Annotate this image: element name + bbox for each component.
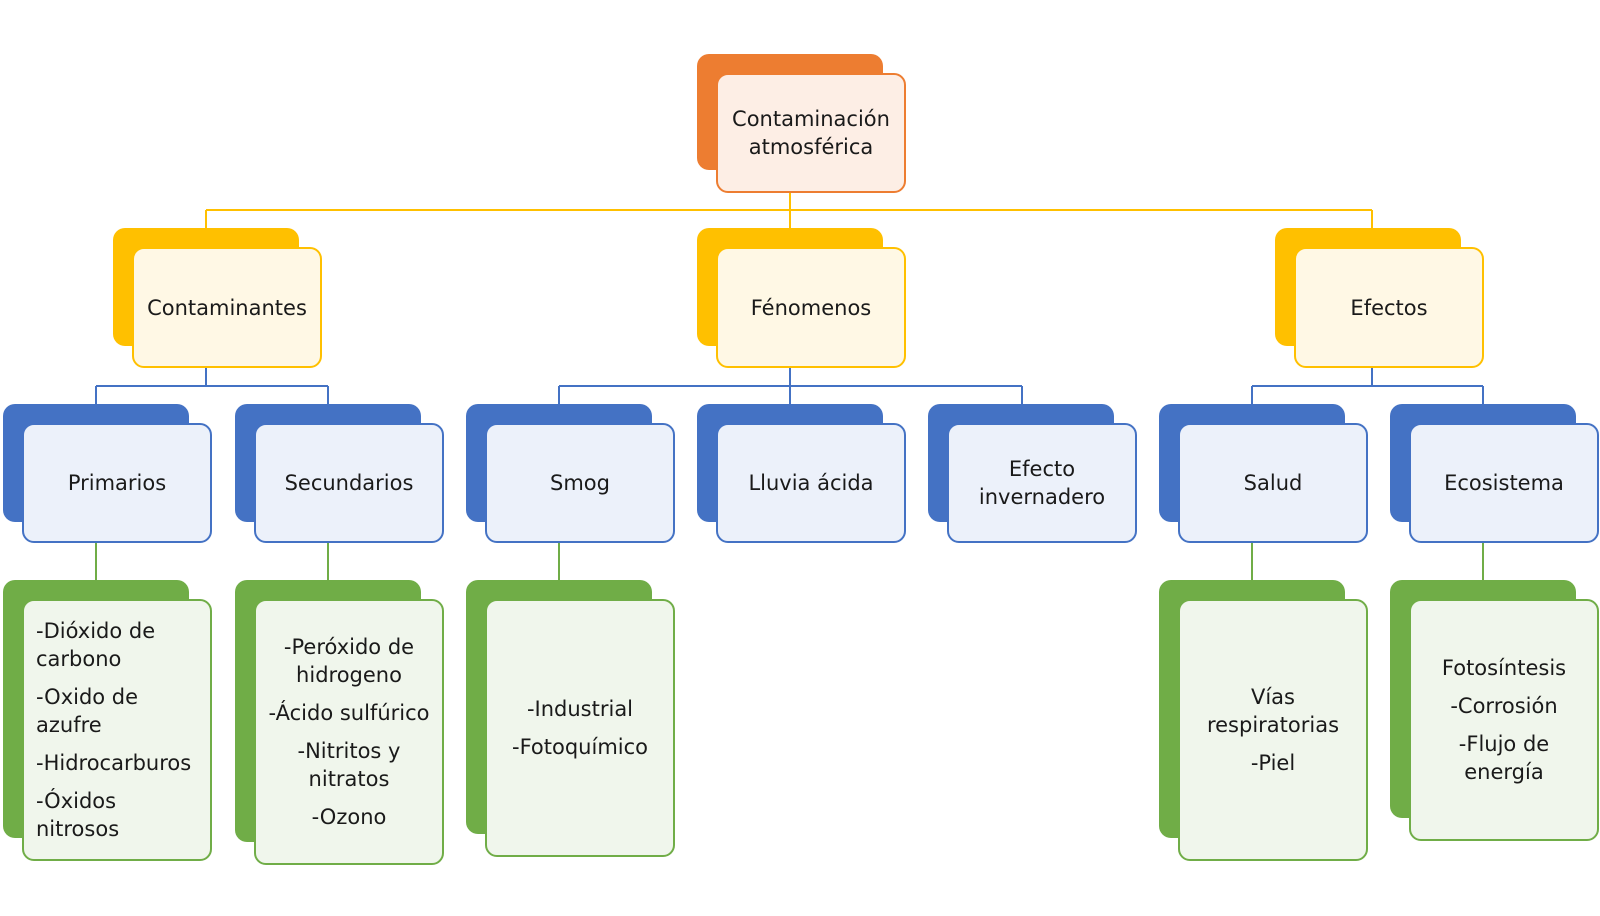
subcategory-label: Lluvia ácida xyxy=(748,471,874,495)
subcategory-label: Primarios xyxy=(67,471,167,495)
subcategory-label: Secundarios xyxy=(284,471,414,495)
subcategory-label: Ecosistema xyxy=(1444,471,1564,495)
category-label: Contaminantes xyxy=(147,295,307,320)
category-box: Fénomenos xyxy=(716,247,906,368)
subcategory-box: Smog xyxy=(485,423,675,543)
category-label: Efectos xyxy=(1350,295,1428,320)
subcategory-box: Secundarios xyxy=(254,423,444,543)
detail-item: -Dióxido de carbono xyxy=(36,619,156,671)
subcategory-box: Efecto invernadero xyxy=(947,423,1137,543)
subcategory-box: Salud xyxy=(1178,423,1368,543)
root-node-box: Contaminación atmosférica xyxy=(716,73,906,193)
detail-item: -Fotoquímico xyxy=(512,735,648,759)
subcategory-box: Primarios xyxy=(22,423,212,543)
detail-item: -Peróxido de hidrogeno xyxy=(283,635,415,687)
detail-item: -Ácido sulfúrico xyxy=(268,701,430,725)
detail-item: -Nitritos y nitratos xyxy=(297,739,401,791)
detail-item: -Flujo de energía xyxy=(1458,732,1550,784)
subcategory-label: Smog xyxy=(550,471,610,495)
detail-item: -Ozono xyxy=(311,805,387,829)
detail-item: -Piel xyxy=(1250,751,1296,775)
details-box: -Peróxido de hidrogeno -Ácido sulfúrico … xyxy=(254,599,444,865)
subcategory-box: Lluvia ácida xyxy=(716,423,906,543)
subcategory-label: Efecto invernadero xyxy=(978,457,1106,509)
details-box: -Dióxido de carbono -Oxido de azufre -Hi… xyxy=(22,599,212,861)
subcategory-label: Salud xyxy=(1243,471,1303,495)
detail-item: Fotosíntesis xyxy=(1441,656,1567,680)
category-box: Efectos xyxy=(1294,247,1484,368)
detail-item: -Industrial xyxy=(526,697,634,721)
root-label: Contaminación atmosférica xyxy=(732,107,890,159)
detail-item: Vías respiratorias xyxy=(1206,685,1340,737)
details-box: Vías respiratorias -Piel xyxy=(1178,599,1368,861)
subcategory-box: Ecosistema xyxy=(1409,423,1599,543)
detail-item: -Corrosión xyxy=(1450,694,1558,718)
detail-item: -Hidrocarburos xyxy=(36,751,192,775)
detail-item: -Óxidos nitrosos xyxy=(36,789,120,841)
detail-item: -Oxido de azufre xyxy=(36,685,139,737)
category-box: Contaminantes xyxy=(132,247,322,368)
details-box: Fotosíntesis -Corrosión -Flujo de energí… xyxy=(1409,599,1599,841)
category-label: Fénomenos xyxy=(750,295,872,320)
details-box: -Industrial -Fotoquímico xyxy=(485,599,675,857)
